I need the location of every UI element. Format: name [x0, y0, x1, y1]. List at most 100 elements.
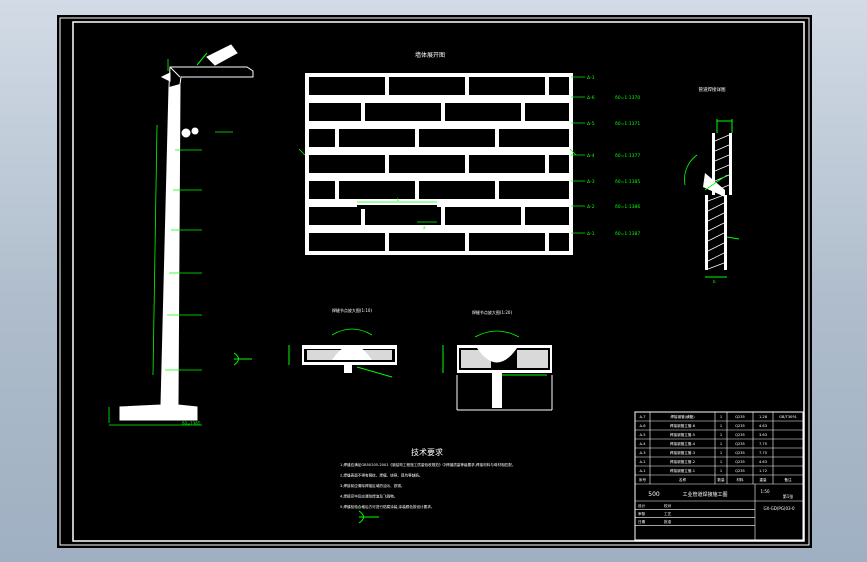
course-label: Δ-1 — [587, 75, 595, 81]
title-cell: 焊接钢管立管-6 — [670, 423, 696, 428]
signature-label: 设计 — [638, 503, 646, 508]
pipe-detail-title: 管道焊接详图 — [699, 86, 726, 93]
brick-wall — [305, 73, 573, 255]
title-cell: Δ-7 — [639, 415, 645, 419]
signature-label: 日期 — [638, 519, 646, 524]
signature-label: 批准 — [664, 519, 672, 524]
brick — [525, 207, 569, 225]
brick — [389, 155, 465, 173]
title-cell: Q235 — [735, 442, 745, 446]
title-cell: Δ-1 — [639, 469, 645, 473]
brick — [309, 233, 385, 251]
course-spec: δ0=1:1370 — [615, 95, 640, 101]
wall-dim-a: a — [423, 225, 426, 230]
title-cell: 焊接钢管立管-1 — [670, 468, 695, 473]
title-block-frame — [634, 411, 804, 541]
course-label: Δ-6 — [587, 95, 595, 101]
title-cell: 名称 — [679, 477, 687, 482]
brick — [469, 233, 545, 251]
signature-label: 工艺 — [664, 511, 672, 516]
tech-req-item: 4.焊接完毕后应清除焊渣及飞溅物。 — [340, 494, 397, 499]
weld-detail-a-title: 焊缝节点放大图(1:10) — [332, 307, 373, 313]
brick — [549, 155, 569, 173]
title-cell: Q235 — [735, 424, 745, 428]
title-cell: 1 — [720, 469, 722, 473]
drawing-number: GX-GD(PG)03-0 — [763, 506, 795, 511]
title-cell: 重量 — [759, 477, 767, 482]
brick — [309, 181, 335, 199]
brick — [445, 103, 521, 121]
course-label: Δ-2 — [587, 204, 595, 210]
brick — [365, 103, 441, 121]
weld-detail-a — [288, 328, 397, 378]
brick — [389, 233, 465, 251]
tech-req-item: 1.焊缝应满足GB50205-2001《钢结构工程施工质量验收规范》中焊缝质量等… — [340, 462, 515, 467]
brick — [419, 181, 495, 199]
drawing-name: 工业管道焊接施工图 — [682, 491, 727, 498]
course-spec: δ0=1:1386 — [615, 204, 640, 210]
inner-frame — [72, 21, 805, 542]
weld-symbol-2 — [358, 510, 379, 524]
tech-req-item: 2.焊缝表面不得有裂纹、焊瘤、烧穿、弧坑等缺陷。 — [340, 473, 423, 478]
title-cell: 焊接钢管立管-3 — [670, 450, 695, 455]
brick — [309, 207, 361, 225]
brick — [499, 129, 569, 147]
pipe-elevation-annotations — [108, 59, 233, 426]
signature-label: 审核 — [638, 511, 646, 516]
title-cell: 1 — [720, 424, 722, 428]
tech-req-item: 3.焊接前应清除焊接区域的油污、铁锈。 — [340, 483, 405, 488]
wall-dim-l: L — [397, 197, 400, 202]
brick — [309, 77, 385, 95]
brick — [469, 155, 545, 173]
brick — [339, 129, 415, 147]
pipe-elevation — [119, 44, 254, 421]
course-label: Δ-1 — [587, 231, 595, 237]
title-cell: Q235 — [735, 460, 745, 464]
course-spec: δ0=1:1377 — [615, 153, 640, 159]
brick — [339, 181, 415, 199]
title-cell: 1.72 — [759, 469, 767, 473]
title-cell: 1 — [720, 460, 722, 464]
course-label: Δ-5 — [587, 121, 595, 127]
title-cell: Q235 — [735, 433, 745, 437]
brick — [469, 77, 545, 95]
title-cell: Δ-6 — [639, 424, 646, 428]
brick — [525, 103, 569, 121]
title-cell: 4.63 — [759, 460, 767, 464]
title-cell: 焊接钢管(横管) — [670, 414, 695, 419]
signature-label: 校对 — [664, 503, 672, 508]
brick — [309, 129, 335, 147]
wall-dimensions — [298, 148, 577, 223]
title-cell: 备注 — [784, 477, 792, 482]
title-cell: 1 — [720, 451, 722, 455]
weld-detail-b-title: 焊缝节点放大图(1:20) — [472, 309, 513, 315]
course-spec: δ0=1:1371 — [615, 121, 640, 127]
brick — [365, 207, 441, 225]
title-cell: 7.75 — [759, 442, 767, 446]
title-cell: Q235 — [735, 451, 745, 455]
pipe-dim-b: b — [713, 279, 716, 284]
brick — [419, 129, 495, 147]
drawing-scale: 1:50 — [761, 489, 770, 494]
brick — [389, 77, 465, 95]
course-label: Δ-3 — [587, 179, 595, 185]
title-cell: GB/T3091 — [779, 415, 797, 419]
title-cell: 3.63 — [759, 433, 767, 437]
title-cell: 1 — [720, 415, 722, 419]
title-cell: 1 — [720, 442, 722, 446]
title-cell: 序号 — [639, 477, 647, 482]
title-cell: 焊接钢管立管-2 — [670, 459, 695, 464]
tech-req-title: 技术要求 — [411, 447, 443, 457]
title-cell: Q235 — [735, 469, 745, 473]
brick — [549, 77, 569, 95]
title-cell: 4.63 — [759, 424, 767, 428]
outer-frame — [59, 17, 810, 546]
column-label: δ0=1365 — [182, 421, 201, 426]
title-cell: 焊接钢管立管-4 — [670, 441, 696, 446]
brick — [309, 155, 385, 173]
title-cell: Δ-2 — [639, 460, 645, 464]
drawing-sheet-no: 第1张 — [783, 493, 794, 499]
